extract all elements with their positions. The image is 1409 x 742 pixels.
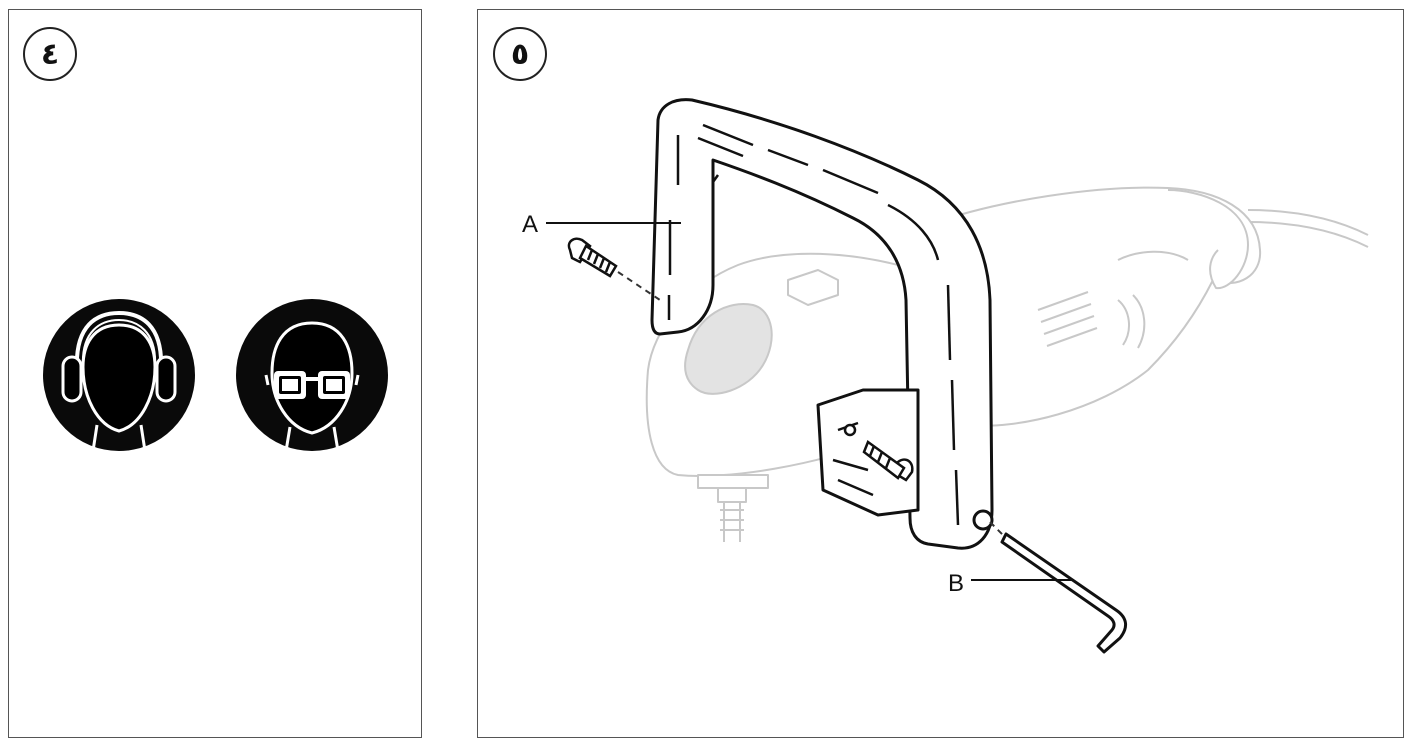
hearing-protection-icon [43, 299, 195, 452]
step-5-panel: ٥ [477, 9, 1404, 738]
hex-key-icon [972, 509, 1127, 654]
eye-protection-icon [236, 299, 388, 452]
step-number-badge: ٥ [493, 27, 547, 81]
step-4-panel: ٤ [8, 9, 422, 738]
handle-assembly-illustration [546, 98, 1369, 654]
polisher-icon [645, 186, 1369, 542]
ppe-signs [43, 299, 388, 452]
callout-a-label: A [522, 211, 539, 238]
screw-icon [567, 237, 914, 482]
callout-b-label: B [948, 570, 965, 597]
step-number-badge: ٤ [23, 27, 77, 81]
